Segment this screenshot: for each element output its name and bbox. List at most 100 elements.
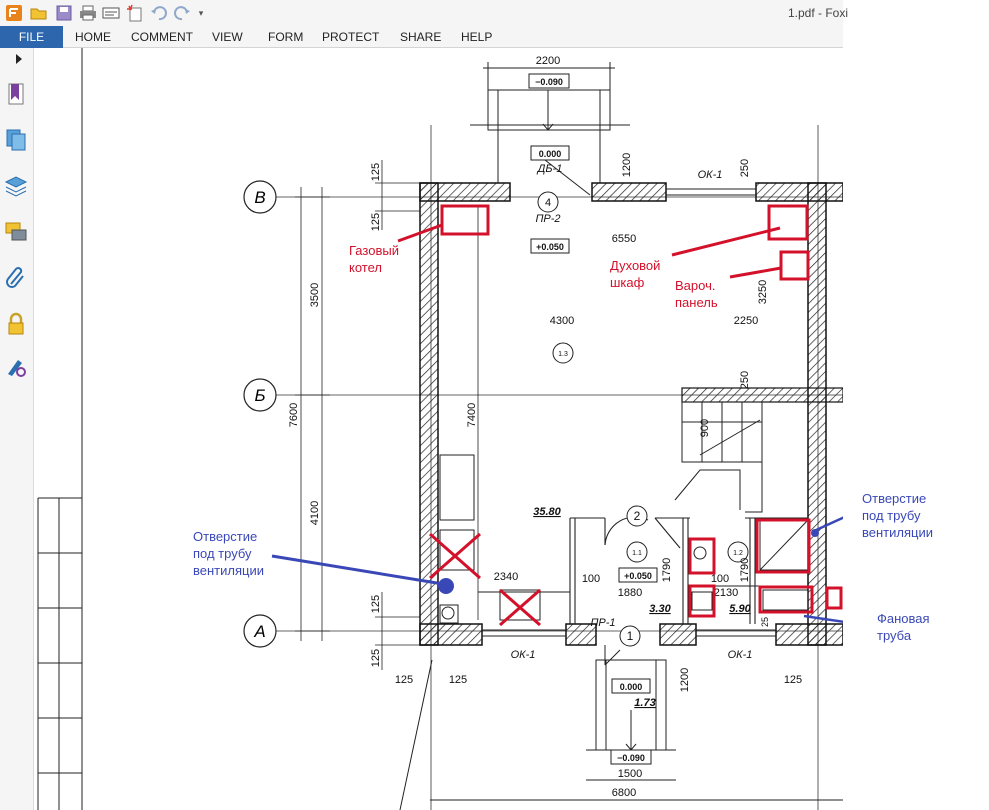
- room-1-3: 1.3: [558, 351, 568, 358]
- level-000-bot: 0.000: [620, 682, 643, 692]
- level-top: −0.090: [535, 77, 563, 87]
- dim-125-g: 125: [784, 674, 802, 686]
- interior-partitions: [569, 516, 808, 624]
- level-plus050-top: +0.050: [536, 242, 564, 252]
- security-icon[interactable]: [4, 312, 28, 336]
- axis-label-bb: Б: [254, 386, 265, 405]
- undo-icon[interactable]: [150, 4, 168, 22]
- redo-icon[interactable]: [173, 4, 191, 22]
- red-markup: [397, 204, 843, 627]
- lintel-pr2: ПР-2: [535, 213, 560, 225]
- attachments-icon[interactable]: [4, 266, 28, 290]
- signature-icon[interactable]: [4, 354, 28, 378]
- shower-box: [755, 518, 811, 574]
- room-1-2: 1.2: [733, 550, 743, 557]
- new-icon[interactable]: [126, 4, 144, 22]
- expand-arrow-icon[interactable]: [14, 52, 38, 66]
- dim-1790-b: 1790: [739, 558, 751, 582]
- document-view[interactable]: В Б А: [34, 48, 843, 810]
- dim-25: 25: [760, 617, 770, 627]
- staircase: [674, 401, 763, 513]
- dim-250-mid: 250: [739, 371, 751, 389]
- dim-125-d: 125: [370, 649, 382, 667]
- sheet-frame: [37, 48, 83, 810]
- hob-box: [779, 250, 810, 281]
- blue-markup: [271, 516, 843, 624]
- floor-plan-drawing: В Б А: [37, 48, 843, 810]
- dim-100-a: 100: [582, 573, 600, 585]
- scan-icon[interactable]: [102, 4, 120, 22]
- room-1: 1: [627, 629, 634, 643]
- axis-label-b: В: [254, 188, 265, 207]
- top-porch: [470, 62, 630, 196]
- dim-125-c: 125: [370, 595, 382, 613]
- lintel-pr1: ПР-1: [590, 617, 615, 629]
- area-3-30: 3.30: [649, 603, 671, 615]
- bookmark-icon[interactable]: [4, 82, 28, 106]
- level-plus050-bot: +0.050: [624, 571, 652, 581]
- window-ok1-bl: ОК-1: [511, 649, 536, 661]
- menu-share[interactable]: SHARE: [400, 30, 442, 44]
- window-ok1-top: ОК-1: [698, 169, 723, 181]
- save-icon[interactable]: [55, 4, 73, 22]
- file-menu-button[interactable]: FILE: [0, 26, 63, 48]
- dim-3250: 3250: [757, 280, 769, 304]
- menu-protect[interactable]: PROTECT: [322, 30, 380, 44]
- menu-home[interactable]: HOME: [75, 30, 111, 44]
- label-hob: Вароч.панель: [675, 278, 718, 310]
- dim-125-e: 125: [395, 674, 413, 686]
- app-logo-icon[interactable]: [5, 4, 23, 22]
- axis-lines: [276, 125, 843, 810]
- dim-3500: 3500: [309, 283, 321, 307]
- dim-2250: 2250: [734, 315, 758, 327]
- toilet-box: [688, 584, 716, 618]
- bath-box: [758, 585, 814, 614]
- room-1-1: 1.1: [632, 550, 642, 557]
- quick-access-toolbar: ▾ 1.pdf - Foxi: [0, 0, 848, 26]
- axis-label-a: А: [253, 622, 265, 641]
- dimension-texts: 2200 −0.090 0.000 ДБ-1 1200 ОК-1 250 125…: [288, 55, 802, 799]
- washbasin-box: [688, 537, 716, 575]
- dim-1200-bot: 1200: [679, 668, 691, 692]
- level-door: 0.000: [539, 149, 562, 159]
- dim-100-b: 100: [711, 573, 729, 585]
- pipe-box: [825, 586, 843, 610]
- menu-form[interactable]: FORM: [268, 30, 304, 44]
- level-marks: [528, 73, 658, 765]
- oven-box: [767, 204, 809, 241]
- dim-250-tr: 250: [739, 159, 751, 177]
- window-title: 1.pdf - Foxi: [788, 6, 849, 20]
- pages-icon[interactable]: [4, 128, 28, 152]
- area-5-90: 5.90: [729, 603, 751, 615]
- stair-1-73: 1.73: [634, 697, 655, 709]
- axis-bubbles: [243, 180, 277, 648]
- dim-4100: 4100: [309, 501, 321, 525]
- window-ok1-br: ОК-1: [728, 649, 753, 661]
- open-folder-icon[interactable]: [30, 4, 48, 22]
- layers-icon[interactable]: [4, 174, 28, 198]
- dim-1790-a: 1790: [661, 558, 673, 582]
- dim-4300: 4300: [550, 315, 574, 327]
- dim-6800: 6800: [612, 787, 636, 799]
- menu-help[interactable]: HELP: [461, 30, 493, 44]
- menu-comment[interactable]: COMMENT: [131, 30, 193, 44]
- customize-dropdown-icon[interactable]: ▾: [198, 7, 204, 18]
- exterior-walls: [419, 182, 843, 646]
- comments-icon[interactable]: [4, 220, 28, 244]
- print-icon[interactable]: [79, 4, 97, 22]
- dim-2340: 2340: [494, 571, 518, 583]
- area-35-80: 35.80: [533, 506, 561, 518]
- dim-1880: 1880: [618, 587, 642, 599]
- cross-stove-2: [429, 532, 481, 580]
- menu-view[interactable]: VIEW: [212, 30, 243, 44]
- dim-7600: 7600: [288, 403, 300, 427]
- dim-125-f: 125: [449, 674, 467, 686]
- navigation-panel: [0, 48, 34, 810]
- dim-6550: 6550: [612, 233, 636, 245]
